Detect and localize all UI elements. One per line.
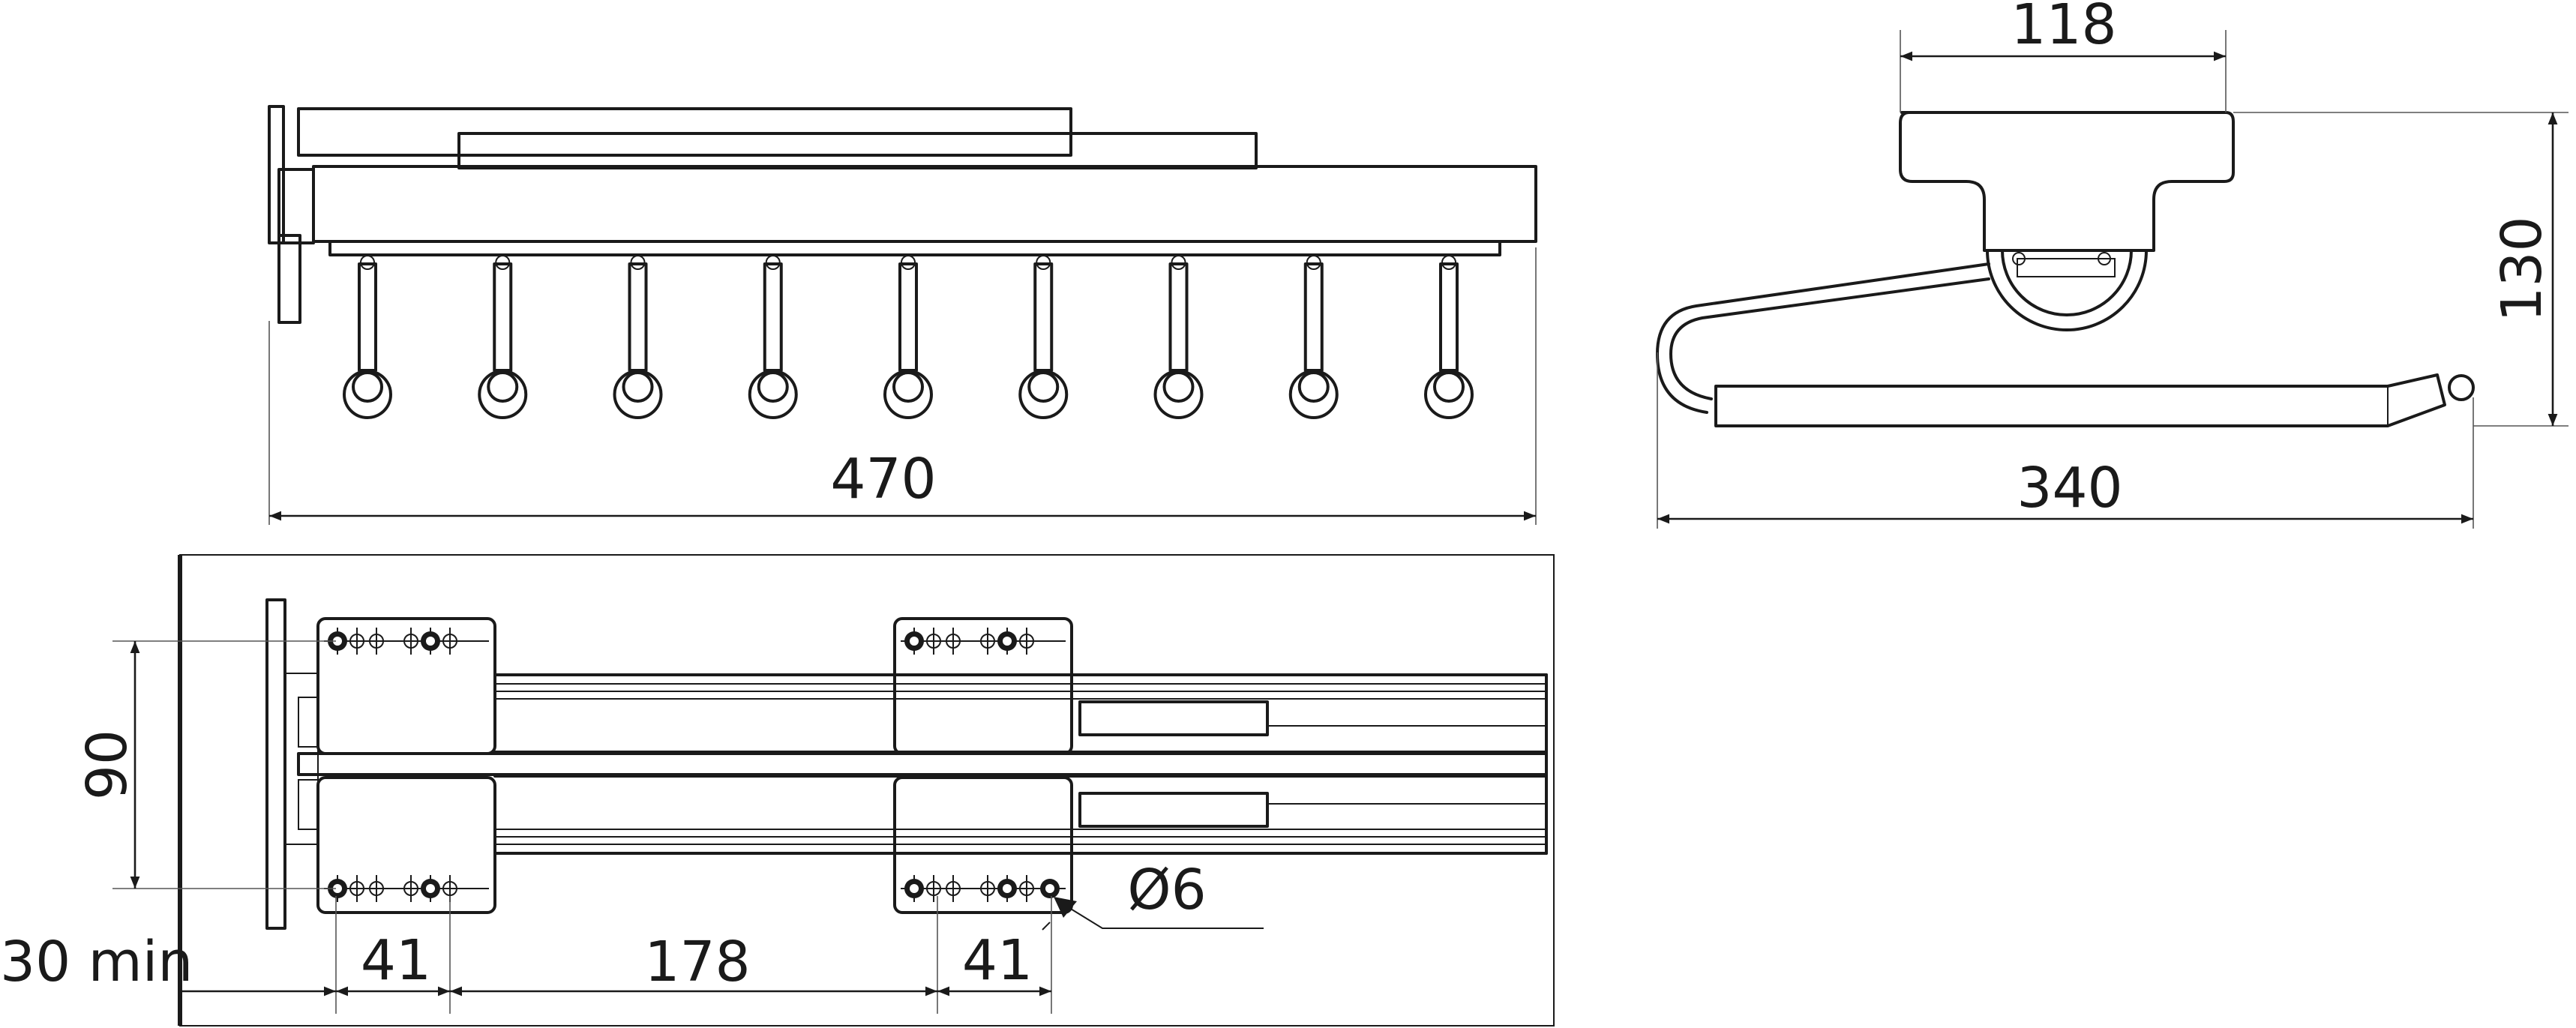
hanger bbox=[1153, 255, 1204, 419]
mounting-hole-primary bbox=[904, 875, 924, 902]
side-ring-pin-right bbox=[2098, 252, 2111, 265]
plan-view: Ø6 bbox=[178, 554, 1555, 1027]
side-ring-outer bbox=[1986, 249, 2148, 331]
side-ring-inner bbox=[2001, 249, 2133, 316]
mounting-hole-primary bbox=[328, 628, 347, 655]
hanger bbox=[1288, 255, 1339, 419]
mounting-hole-secondary bbox=[926, 875, 941, 902]
plan-side-plate bbox=[265, 598, 286, 930]
side-bar-knob bbox=[2448, 374, 2475, 401]
plan-block-top-left bbox=[316, 617, 496, 755]
mounting-hole-secondary bbox=[1019, 875, 1034, 902]
mounting-hole-dimensioned bbox=[1040, 879, 1060, 898]
dim-label-plan-height: 90 bbox=[75, 730, 139, 800]
front-main-rail bbox=[312, 165, 1537, 243]
dim-label-side-depth: 340 bbox=[2017, 456, 2122, 520]
side-mount-block bbox=[1899, 111, 2235, 252]
dim-label-wall-offset: 30 min bbox=[0, 930, 193, 994]
dim-label-hole-diameter: Ø6 bbox=[1127, 858, 1206, 922]
side-ring-plate bbox=[2017, 258, 2116, 277]
dim-label-pitch-left: 41 bbox=[361, 928, 431, 993]
hanger bbox=[1424, 255, 1474, 419]
dim-label-span: 178 bbox=[644, 930, 750, 994]
mounting-hole-secondary bbox=[403, 628, 418, 655]
plan-slider-top bbox=[1078, 700, 1269, 736]
plan-bracket-tab-bottom bbox=[298, 779, 319, 830]
mounting-hole-secondary bbox=[980, 628, 995, 655]
side-arm-inner bbox=[1669, 277, 1990, 400]
mounting-hole-secondary bbox=[369, 628, 384, 655]
dim-label-side-height: 130 bbox=[2490, 216, 2554, 322]
mounting-hole-secondary bbox=[946, 875, 961, 902]
front-mount-plate-upper bbox=[268, 105, 285, 244]
dim-label-front-width: 470 bbox=[830, 447, 936, 511]
mounting-hole-primary bbox=[421, 875, 440, 902]
mounting-hole-primary bbox=[997, 628, 1017, 655]
plan-block-bottom-right bbox=[893, 776, 1073, 914]
mounting-hole-secondary bbox=[946, 628, 961, 655]
plan-bracket-tab-top bbox=[298, 697, 319, 748]
plan-rail-bottom bbox=[493, 775, 1548, 855]
hanger bbox=[1018, 255, 1069, 419]
dim-label-pitch-right: 41 bbox=[962, 928, 1033, 993]
mounting-holes bbox=[324, 628, 1066, 902]
mounting-hole-secondary bbox=[349, 875, 364, 902]
dim-plan-chain: 30 min 41 178 41 bbox=[0, 896, 1052, 1014]
mounting-hole-secondary bbox=[349, 628, 364, 655]
hanger bbox=[748, 255, 798, 419]
mounting-hole-secondary bbox=[926, 628, 941, 655]
mounting-hole-secondary bbox=[369, 875, 384, 902]
plan-slider-bottom bbox=[1078, 792, 1269, 828]
mounting-hole-primary bbox=[904, 628, 924, 655]
dim-plan-height: 90 bbox=[75, 640, 336, 889]
side-view bbox=[1656, 111, 2475, 427]
hanger bbox=[613, 255, 663, 419]
mounting-hole-secondary bbox=[1019, 628, 1034, 655]
mounting-hole-primary bbox=[421, 628, 440, 655]
front-middle-runner bbox=[457, 132, 1258, 169]
plan-block-bottom-left bbox=[316, 776, 496, 914]
dim-side-top-width: 118 bbox=[1900, 0, 2227, 112]
side-ring-pin-left bbox=[2012, 252, 2026, 265]
hanger bbox=[883, 255, 933, 419]
front-mount-plate-lower bbox=[277, 234, 301, 324]
front-lower-strip bbox=[328, 240, 1501, 256]
hanger bbox=[343, 255, 392, 419]
mounting-hole-primary bbox=[328, 875, 347, 902]
dim-side-height: 130 bbox=[2233, 112, 2569, 427]
plan-bracket bbox=[284, 673, 319, 845]
dim-front-width: 470 bbox=[268, 247, 1537, 525]
hole-leader bbox=[1063, 904, 1264, 929]
mounting-hole-primary bbox=[997, 875, 1017, 902]
plan-block-top-right bbox=[893, 617, 1073, 755]
plan-center-bar bbox=[297, 752, 1548, 776]
hanger-row bbox=[343, 255, 1474, 419]
plan-rail-top bbox=[493, 673, 1548, 754]
side-bar bbox=[1714, 373, 2446, 427]
mounting-hole-secondary bbox=[442, 628, 457, 655]
mounting-hole-secondary bbox=[980, 875, 995, 902]
dim-side-depth: 340 bbox=[1657, 352, 2474, 529]
hanger bbox=[478, 255, 528, 419]
dim-label-side-top-width: 118 bbox=[2011, 0, 2116, 57]
mounting-hole-secondary bbox=[403, 875, 418, 902]
hole-leader-arrow bbox=[1054, 897, 1077, 918]
front-view bbox=[268, 105, 1537, 419]
